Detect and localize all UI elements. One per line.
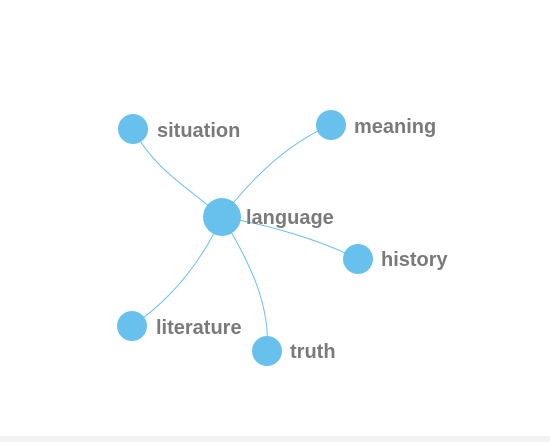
node-circle-situation[interactable] [118, 114, 148, 144]
center-node-language[interactable]: language [203, 198, 334, 236]
node-label-literature: literature [156, 317, 242, 339]
edge-language-literature [131, 216, 223, 327]
node-meaning[interactable]: meaning [316, 110, 436, 140]
node-label-language: language [246, 207, 334, 229]
node-truth[interactable]: truth [252, 336, 336, 366]
bottom-divider [0, 436, 550, 442]
node-circle-meaning[interactable] [316, 110, 346, 140]
node-history[interactable]: history [343, 244, 449, 274]
node-label-history: history [381, 249, 449, 271]
node-circle-language[interactable] [203, 198, 241, 236]
node-literature[interactable]: literature [117, 311, 242, 341]
node-label-truth: truth [290, 341, 336, 363]
node-label-situation: situation [157, 120, 240, 142]
node-label-meaning: meaning [354, 116, 436, 138]
node-circle-literature[interactable] [117, 311, 147, 341]
node-circle-history[interactable] [343, 244, 373, 274]
node-situation[interactable]: situation [118, 114, 240, 144]
node-circle-truth[interactable] [252, 336, 282, 366]
